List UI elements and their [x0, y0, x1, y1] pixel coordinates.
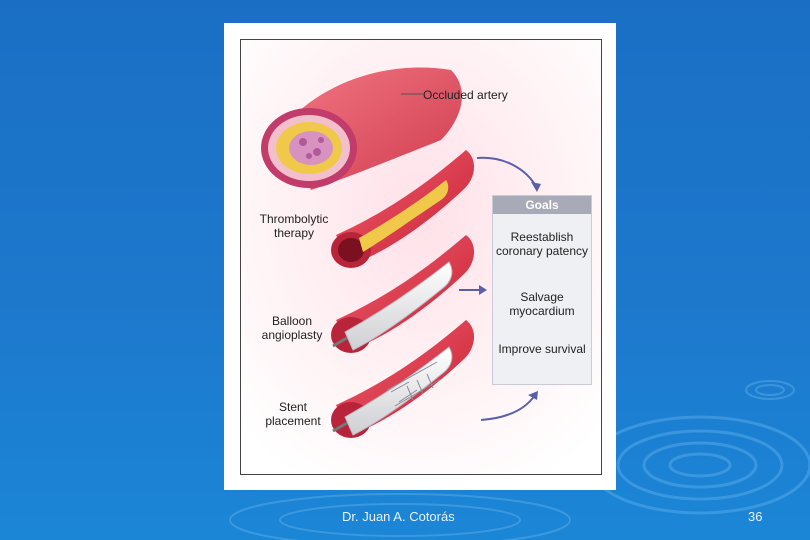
balloon-angioplasty-label: Balloon angioplasty	[251, 314, 333, 342]
goals-header: Goals	[493, 196, 591, 214]
slide-page-number: 36	[748, 509, 762, 524]
artery-treatment-diagram: Occluded artery Thrombolytic therapy Bal…	[240, 39, 602, 475]
goal-item: Salvage myocardium	[493, 290, 591, 318]
goals-box: Goals Reestablish coronary patency Salva…	[492, 195, 592, 385]
stent-placement-label: Stent placement	[253, 400, 333, 428]
slide-footer-author: Dr. Juan A. Cotorás	[342, 509, 455, 524]
goal-item: Improve survival	[493, 342, 591, 356]
thrombolytic-therapy-label: Thrombolytic therapy	[249, 212, 339, 240]
figure-frame: Occluded artery Thrombolytic therapy Bal…	[224, 23, 616, 490]
occluded-artery-label: Occluded artery	[423, 88, 508, 102]
goal-item: Reestablish coronary patency	[493, 230, 591, 258]
